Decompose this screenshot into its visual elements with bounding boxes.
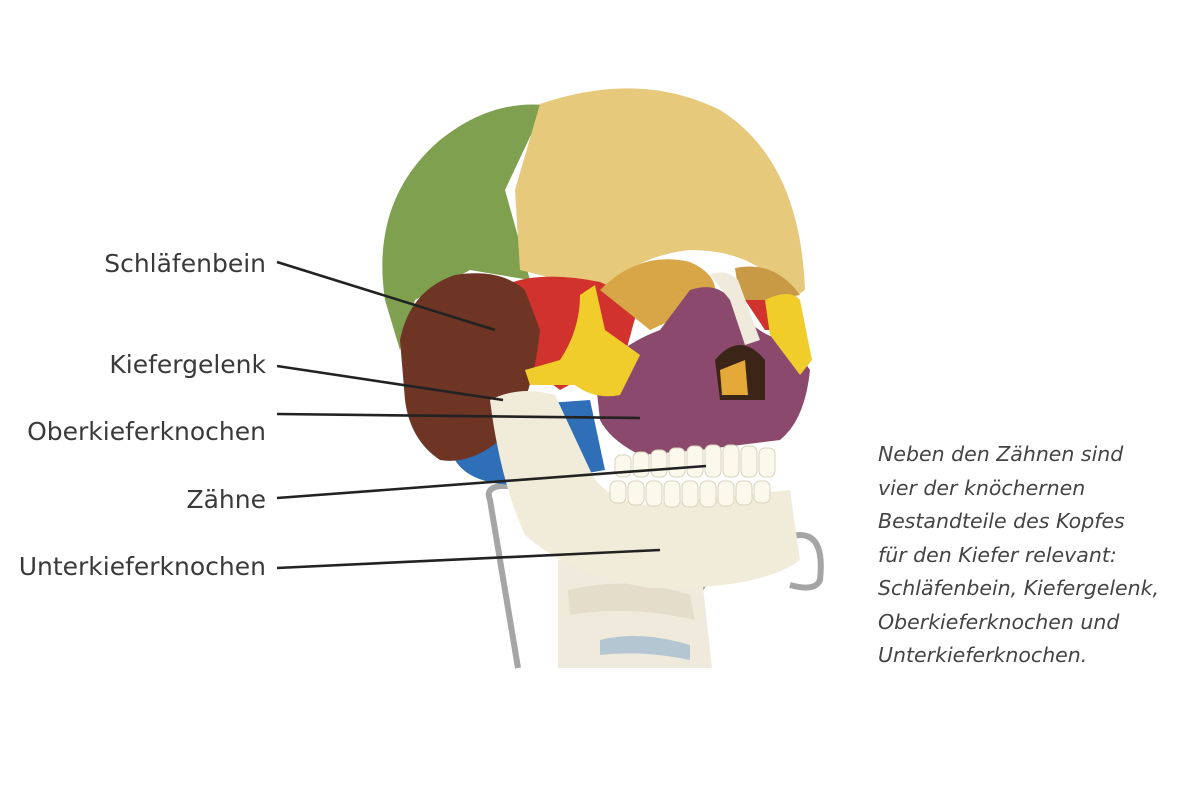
caption-line: Oberkieferknochen und — [878, 609, 1120, 634]
caption-line: Unterkieferknochen. — [878, 643, 1088, 667]
label-teeth: Zähne — [186, 485, 266, 514]
leader-teeth — [276, 464, 707, 500]
zygomatic-bone-left — [525, 285, 640, 397]
mandible — [490, 391, 800, 589]
leader-mandible — [276, 548, 661, 570]
label-maxilla: Oberkieferknochen — [27, 417, 266, 446]
teeth — [609, 444, 776, 508]
label-jaw-joint: Kiefergelenk — [109, 350, 266, 379]
zygomatic-bone-right — [765, 294, 812, 375]
cervical-spine — [558, 560, 712, 668]
leader-jaw-joint — [276, 364, 504, 402]
leader-temporal — [276, 260, 496, 332]
caption-line: Neben den Zähnen sind — [878, 442, 1124, 466]
parietal-bone — [382, 104, 545, 350]
caption-line: für den Kiefer relevant: — [878, 542, 1117, 567]
leader-maxilla — [276, 412, 641, 420]
label-temporal-bone: Schläfenbein — [104, 249, 266, 278]
caption-line: vier der knöchernen — [878, 475, 1086, 500]
caption-text: Neben den Zähnen sind vier der knöcherne… — [878, 438, 1178, 673]
maxilla — [595, 287, 810, 455]
caption-line: Schläfenbein, Kiefergelenk, — [878, 576, 1160, 600]
orbit-right — [735, 266, 800, 300]
frontal-bone — [515, 88, 805, 300]
label-mandible: Unterkieferknochen — [18, 552, 266, 581]
caption-line: Bestandteile des Kopfes — [878, 509, 1125, 533]
stand-wire — [485, 483, 540, 669]
